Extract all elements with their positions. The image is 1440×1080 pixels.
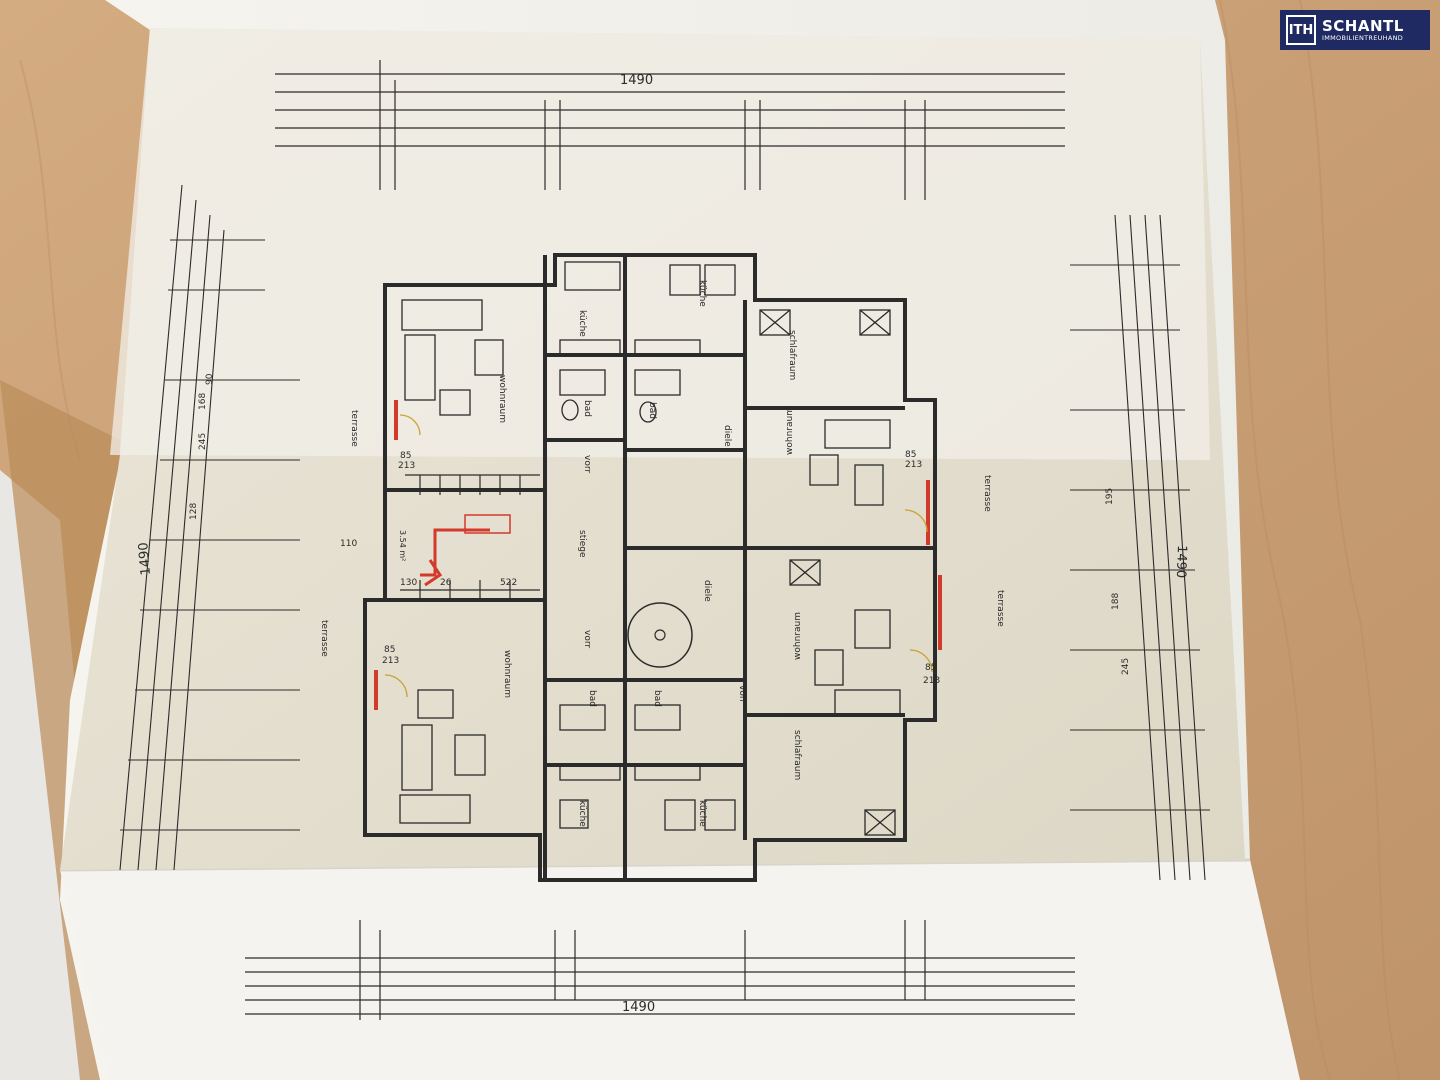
- left-dimension-lines: [119, 184, 300, 871]
- logo-name: SCHANTL: [1322, 16, 1404, 35]
- dim-85-a: 85: [400, 451, 411, 461]
- label-terrasse-2: terrasse: [319, 620, 329, 657]
- stair-treads: [400, 474, 540, 600]
- stair-area: 3.54 m²: [398, 530, 407, 561]
- logo-text: SCHANTL IMMOBILIENTREUHAND: [1322, 18, 1404, 43]
- logo-subtitle: IMMOBILIENTREUHAND: [1322, 33, 1404, 42]
- company-logo: ITH SCHANTL IMMOBILIENTREUHAND: [1280, 10, 1430, 50]
- label-schlafraum-1: schlafraum: [787, 330, 797, 380]
- label-bad-3: bad: [587, 690, 597, 707]
- dim-bottom-overall: 1490: [622, 1000, 655, 1015]
- dim-right-overall: 1490: [1173, 545, 1189, 579]
- label-vorr-1: vorr: [582, 455, 592, 473]
- spiral-stair: [627, 602, 693, 668]
- label-kueche-2: küche: [697, 280, 707, 307]
- top-dimension-lines: [275, 60, 1065, 200]
- label-terrasse-1: terrasse: [349, 410, 359, 447]
- red-markings: [374, 400, 942, 710]
- dim-right-195: 195: [1105, 488, 1115, 505]
- building-walls: [363, 253, 937, 882]
- dim-130: 130: [400, 578, 417, 588]
- dim-85-b: 85: [384, 645, 395, 655]
- label-wohnraum-1: wohnraum: [497, 375, 507, 423]
- dim-top-overall: 1490: [620, 73, 653, 88]
- door-swings: [384, 414, 933, 698]
- dim-left-90: 90: [205, 373, 215, 385]
- dim-213-d: 213: [923, 676, 940, 686]
- dim-213-b: 213: [382, 656, 399, 666]
- label-diele-1: diele: [722, 425, 732, 447]
- bottom-dimension-lines: [245, 920, 1075, 1020]
- label-bad-1: bad: [582, 400, 592, 417]
- room-labels: wohnraum wohnraum wohnraum wohnraum schl…: [319, 280, 1005, 827]
- label-wohnraum-4: wohnraum: [793, 612, 803, 660]
- dim-left-168: 168: [198, 393, 208, 410]
- label-kueche-3: küche: [577, 800, 587, 827]
- label-vorr-3: vorr: [737, 685, 747, 703]
- label-schlafraum-2: schlafraum: [792, 730, 802, 780]
- right-dimension-lines: [1070, 214, 1210, 881]
- label-diele-2: diele: [702, 580, 712, 602]
- label-stiege: stiege: [577, 530, 587, 558]
- dim-110: 110: [340, 539, 357, 549]
- page-curl: [60, 860, 1300, 1080]
- dim-85-d: 85: [925, 663, 936, 673]
- dim-213-a: 213: [398, 461, 415, 471]
- dim-26: 26: [440, 578, 452, 588]
- logo-mark-icon: ITH: [1286, 15, 1316, 45]
- label-bad-2: bad: [647, 402, 657, 419]
- dim-right-188: 188: [1111, 593, 1121, 610]
- label-bad-4: bad: [652, 690, 662, 707]
- label-kueche-4: küche: [697, 800, 707, 827]
- label-terrasse-4: terrasse: [995, 590, 1005, 627]
- label-wohnraum-3: wohnraum: [785, 407, 795, 455]
- dim-522: 522: [500, 578, 517, 588]
- dim-85-c: 85: [905, 450, 916, 460]
- label-wohnraum-2: wohnraum: [502, 650, 512, 698]
- furniture: [399, 261, 901, 836]
- dim-left-245: 245: [198, 433, 208, 450]
- dim-213-c: 213: [905, 460, 922, 470]
- dimension-numbers: 85 213 85 213 85 213 85 213 110 130 26 5…: [189, 373, 1131, 686]
- dim-left-128: 128: [189, 503, 199, 520]
- label-kueche-1: küche: [577, 310, 587, 337]
- label-vorr-2: vorr: [582, 630, 592, 648]
- label-terrasse-3: terrasse: [982, 475, 992, 512]
- dim-left-overall: 1490: [136, 542, 154, 576]
- wood-grain: [19, 0, 1401, 1080]
- dim-right-245: 245: [1121, 658, 1131, 675]
